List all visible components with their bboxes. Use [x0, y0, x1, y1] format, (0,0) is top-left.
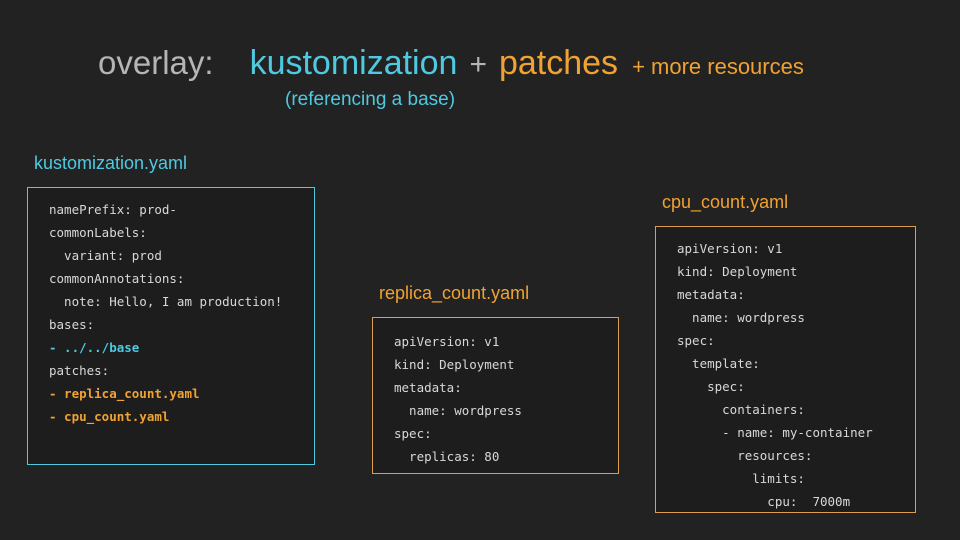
- code-line: name: wordpress: [677, 310, 805, 325]
- code-line: resources:: [677, 448, 813, 463]
- code-line: - name: my-container: [677, 425, 873, 440]
- code-line: kind: Deployment: [677, 264, 798, 279]
- panel-kustomization-yaml: kustomization.yaml namePrefix: prod-comm…: [27, 152, 315, 465]
- code-line: commonAnnotations:: [49, 271, 185, 286]
- code-line: metadata:: [677, 287, 745, 302]
- code-line: apiVersion: v1: [677, 241, 783, 256]
- code-line: limits:: [677, 471, 805, 486]
- panel-cpu-count-yaml: cpu_count.yaml apiVersion: v1 kind: Deplo…: [655, 191, 916, 513]
- title-overlay: overlay:: [98, 44, 214, 81]
- code-line: kind: Deployment: [394, 357, 515, 372]
- code-line: - ../../base: [49, 340, 140, 355]
- title-kustomization: kustomization: [249, 44, 458, 82]
- slide-title: overlay: kustomization + patches + more …: [98, 44, 804, 83]
- file-label: cpu_count.yaml: [662, 192, 789, 212]
- code-lines: namePrefix: prod-commonLabels: variant: …: [49, 198, 314, 428]
- code-line: - cpu_count.yaml: [49, 409, 170, 424]
- title-patches: patches: [498, 44, 619, 82]
- code-line: template:: [677, 356, 760, 371]
- code-line: namePrefix: prod-: [49, 202, 177, 217]
- code-line: containers:: [677, 402, 805, 417]
- code-line: spec:: [677, 333, 715, 348]
- file-label: kustomization.yaml: [34, 153, 188, 173]
- code-line: spec:: [677, 379, 745, 394]
- code-line: replicas: 80: [394, 449, 500, 464]
- code-line: bases:: [49, 317, 95, 332]
- title-subtitle: (referencing a base): [285, 89, 456, 110]
- file-label: replica_count.yaml: [379, 283, 530, 303]
- code-line: variant: prod: [49, 248, 162, 263]
- code-line: patches:: [49, 363, 110, 378]
- code-line: spec:: [394, 426, 432, 441]
- code-box: namePrefix: prod-commonLabels: variant: …: [27, 187, 315, 465]
- code-line: commonLabels:: [49, 225, 147, 240]
- code-line: cpu: 7000m: [677, 494, 851, 509]
- title-plus: +: [469, 48, 487, 81]
- code-line: note: Hello, I am production!: [49, 294, 283, 309]
- panel-replica-count-yaml: replica_count.yaml apiVersion: v1 kind: D…: [372, 282, 619, 474]
- code-line: apiVersion: v1: [394, 334, 500, 349]
- title-plus-more-resources: + more resources: [632, 54, 804, 79]
- code-line: metadata:: [394, 380, 462, 395]
- code-line: name: wordpress: [394, 403, 522, 418]
- code-line: - replica_count.yaml: [49, 386, 200, 401]
